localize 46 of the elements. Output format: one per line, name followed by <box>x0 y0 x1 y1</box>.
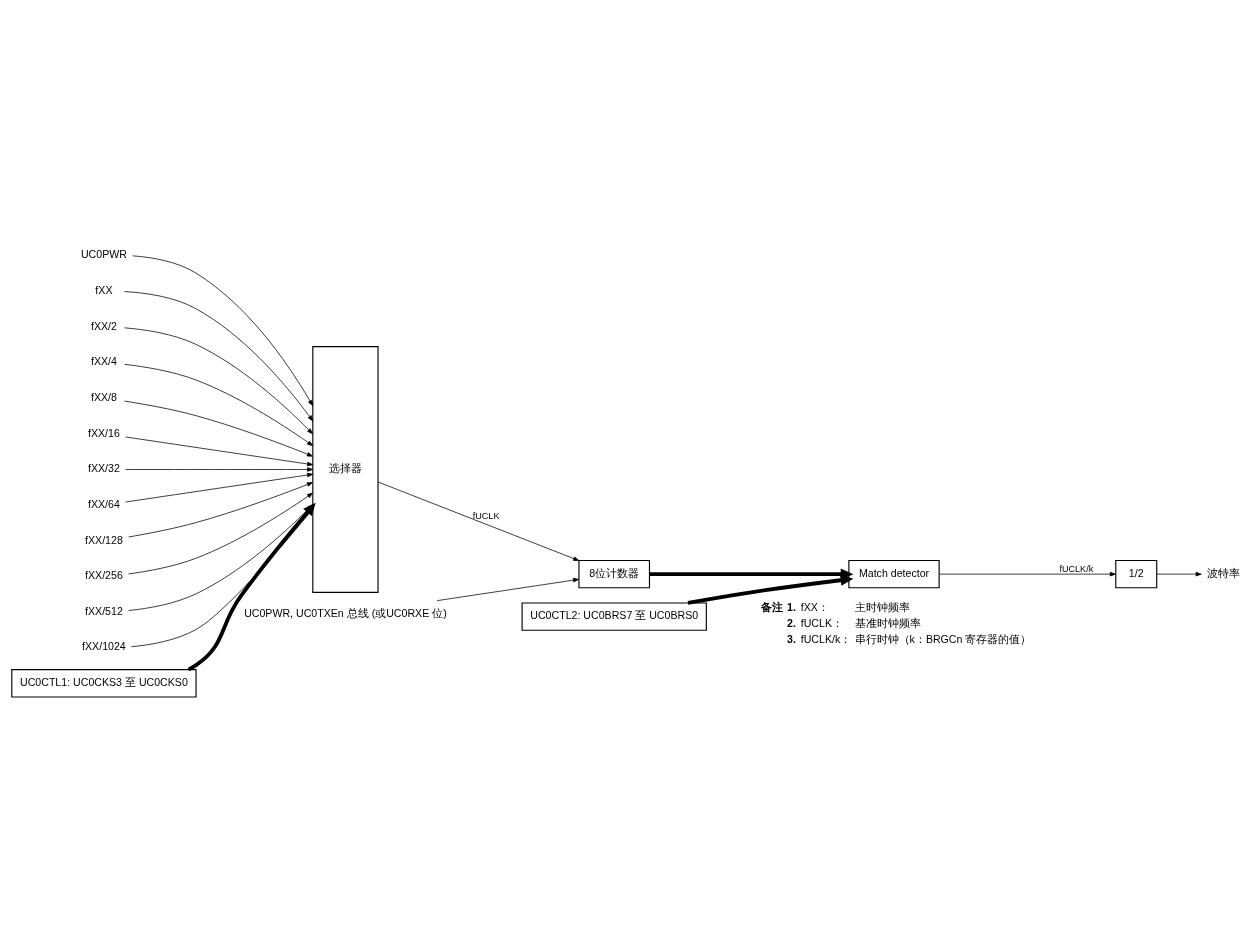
node-box: 选择器 <box>312 345 379 593</box>
arrow <box>649 568 854 580</box>
node-box: 8位计数器 <box>578 559 651 588</box>
node-text: fXX/512 <box>85 604 123 617</box>
node-text: fXX/64 <box>88 497 120 510</box>
node-text: fXX/1024 <box>82 639 126 652</box>
label: 主时钟频率 <box>854 600 910 613</box>
edge-label: fUCLK <box>472 510 500 521</box>
node-box: UC0CTL1: UC0CKS3 至 UC0CKS0 <box>11 668 197 698</box>
arrow <box>125 436 314 466</box>
label: 串行时钟（k：BRGCn 寄存器的值） <box>854 632 1032 645</box>
label: 备注 <box>760 600 783 613</box>
node-text: UC0PWR <box>80 247 127 260</box>
arrow <box>436 577 580 601</box>
arrow <box>132 255 314 406</box>
node-text: fXX/8 <box>90 390 117 403</box>
node-text: fXX <box>95 283 113 296</box>
label: fUCLK/k： <box>800 632 852 645</box>
node-text: fXX/128 <box>85 533 123 546</box>
label: 基准时钟频率 <box>854 616 921 629</box>
edge-label: fUCLK/k <box>1059 563 1094 574</box>
arrow <box>125 466 314 472</box>
node-text: fXX/32 <box>88 461 120 474</box>
node-text: UC0PWR, UC0TXEn 总线 (或UC0RXE 位) <box>244 606 447 619</box>
arrow <box>1156 571 1202 576</box>
label: 2. <box>787 616 796 629</box>
arrow <box>938 571 1116 576</box>
node-text: fXX/16 <box>88 426 120 439</box>
node-text: fXX/2 <box>90 319 117 332</box>
arrow <box>124 290 314 421</box>
arrow <box>687 574 854 605</box>
arrow <box>124 400 314 457</box>
arrow <box>124 363 314 446</box>
label: 3. <box>787 632 796 645</box>
node-box: 1/2 <box>1115 559 1158 588</box>
node-text: fXX/4 <box>90 354 117 367</box>
label: fXX： <box>800 600 829 613</box>
node-text: fXX/256 <box>85 568 123 581</box>
node-text: 波特率 <box>1207 566 1241 579</box>
label: fUCLK： <box>800 616 843 629</box>
arrow <box>124 326 313 434</box>
node-box: UC0CTL2: UC0BRS7 至 UC0BRS0 <box>521 601 707 631</box>
label: 1. <box>787 600 796 613</box>
arrow <box>377 481 580 561</box>
arrow <box>125 472 314 502</box>
node-box: Match detector <box>848 559 940 588</box>
